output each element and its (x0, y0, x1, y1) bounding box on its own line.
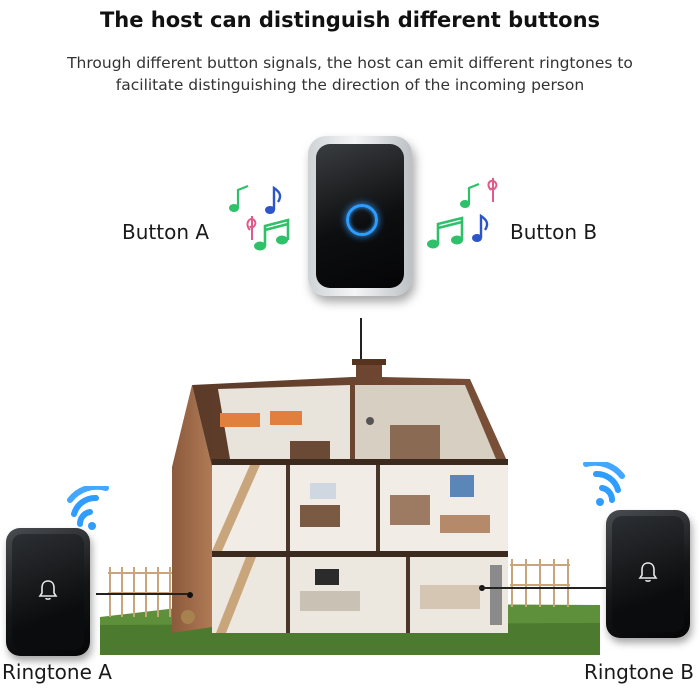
doorbell-button-a (6, 528, 90, 656)
ringtone-a-label: Ringtone A (2, 660, 112, 684)
music-notes-left-icon (229, 184, 290, 251)
wifi-waves-icon (67, 486, 109, 530)
bell-icon (38, 580, 58, 600)
button-a-face (12, 534, 84, 650)
button-b-face (612, 516, 684, 632)
page-title: The host can distinguish different butto… (99, 8, 601, 32)
music-notes-right-icon (427, 178, 498, 249)
ringtone-b-label: Ringtone B (584, 660, 694, 684)
subtitle-line-2: facilitate distinguishing the direction … (115, 76, 585, 94)
host-face (316, 144, 404, 288)
wifi-waves-icon (583, 462, 625, 506)
doorbell-button-b (606, 510, 690, 638)
doorbell-host (308, 136, 412, 296)
ringtone-a-pointer-line (96, 593, 188, 595)
blue-ring-light-icon (346, 204, 378, 236)
button-a-label: Button A (122, 220, 210, 244)
subtitle-line-1: Through different button signals, the ho… (67, 54, 633, 72)
page-subtitle: Through different button signals, the ho… (40, 52, 660, 96)
ringtone-b-pointer-line (480, 587, 606, 589)
house-cutaway-illustration (100, 359, 600, 655)
bell-icon (638, 562, 658, 582)
button-b-label: Button B (510, 220, 598, 244)
